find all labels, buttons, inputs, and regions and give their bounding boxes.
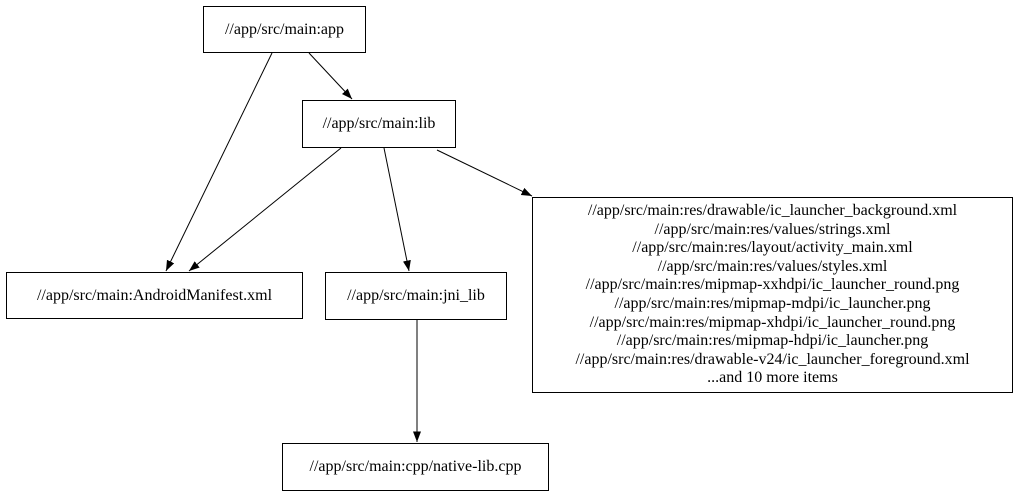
- resource-item: //app/src/main:res/values/strings.xml: [654, 220, 891, 238]
- node-native-lib-cpp-label: //app/src/main:cpp/native-lib.cpp: [309, 458, 522, 475]
- edge-lib-to-resources: [436, 149, 533, 197]
- edge-app-to-lib: [308, 52, 353, 100]
- resource-item: //app/src/main:res/mipmap-hdpi/ic_launch…: [616, 332, 929, 350]
- node-android-manifest-label: //app/src/main:AndroidManifest.xml: [36, 286, 273, 304]
- edge-lib-to-manifest: [188, 147, 342, 272]
- resource-item: //app/src/main:res/drawable-v24/ic_launc…: [575, 350, 970, 368]
- node-lib-label: //app/src/main:lib: [322, 115, 436, 132]
- resource-item: //app/src/main:res/values/styles.xml: [657, 257, 888, 275]
- resource-item: //app/src/main:res/mipmap-xxhdpi/ic_laun…: [585, 276, 960, 294]
- resource-item: //app/src/main:res/layout/activity_main.…: [632, 239, 913, 257]
- edge-lib-to-jni-lib: [383, 147, 411, 272]
- node-resources: //app/src/main:res/drawable/ic_launcher_…: [532, 197, 1013, 393]
- node-app-label: //app/src/main:app: [224, 20, 345, 38]
- node-lib: //app/src/main:lib: [302, 100, 456, 148]
- node-android-manifest: //app/src/main:AndroidManifest.xml: [6, 272, 303, 319]
- node-jni-lib-label: //app/src/main:jni_lib: [347, 287, 485, 304]
- node-app: //app/src/main:app: [203, 6, 366, 53]
- resource-item: //app/src/main:res/drawable/ic_launcher_…: [587, 202, 958, 220]
- node-jni-lib: //app/src/main:jni_lib: [325, 272, 507, 320]
- node-native-lib-cpp: //app/src/main:cpp/native-lib.cpp: [282, 443, 549, 491]
- edge-app-to-manifest: [165, 52, 273, 272]
- resource-item: //app/src/main:res/mipmap-xhdpi/ic_launc…: [589, 313, 956, 331]
- resource-more-items: ...and 10 more items: [707, 369, 838, 387]
- resource-item: //app/src/main:res/mipmap-mdpi/ic_launch…: [614, 295, 931, 312]
